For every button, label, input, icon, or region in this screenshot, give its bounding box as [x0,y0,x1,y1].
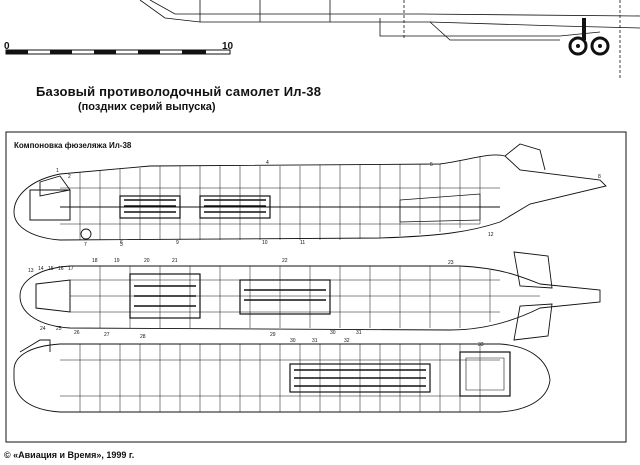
scale-bar [5,49,231,55]
callout: 31 [356,330,362,336]
callout: 1 [56,168,59,174]
callout: 24 [40,326,46,332]
callout: 30 [290,338,296,344]
callout: 17 [68,266,74,272]
callout: 33 [478,342,484,348]
landing-gear [568,18,610,56]
callout: 31 [312,338,318,344]
page-title: Базовый противолодочный самолет Ил-38 [36,84,322,99]
side-view-callouts: 1 2 3 4 5 6 7 8 9 10 11 12 [56,160,601,248]
scale-start-label: 0 [4,41,10,52]
callout: 4 [266,160,269,166]
callout: 30 [330,330,336,336]
callout: 28 [140,334,146,340]
callout: 18 [92,258,98,264]
callout: 27 [104,332,110,338]
side-view-fuselage [13,143,607,241]
callout: 12 [488,232,494,238]
callout: 2 [68,174,71,180]
callout: 16 [58,266,64,272]
callout: 14 [38,266,44,272]
callout: 19 [114,258,120,264]
callout: 23 [448,260,454,266]
callout: 15 [48,266,54,272]
page-subtitle: (поздних серий выпуска) [78,101,216,113]
callout: 26 [74,330,80,336]
callout: 5 [430,162,433,168]
callout: 6 [120,240,123,246]
callout: 20 [144,258,150,264]
scale-end-label: 10 [222,41,234,52]
callout: 10 [262,240,268,246]
cutaway-view-fuselage [13,339,551,413]
callout: 9 [176,240,179,246]
callout: 3 [120,242,123,248]
callout: 7 [84,242,87,248]
callout: 8 [598,174,601,180]
callout: 13 [28,268,34,274]
aircraft-top-fragment [139,0,640,80]
panel-title: Компоновка фюзеляжа Ил-38 [14,141,132,150]
cutaway-view-callouts: 30 31 32 33 [290,338,484,348]
top-view-fuselage [19,251,601,341]
callout: 22 [282,258,288,264]
copyright-credit: © «Авиация и Время», 1999 г. [4,450,135,460]
callout: 11 [300,240,305,246]
callout: 32 [344,338,350,344]
callout: 21 [172,258,178,264]
callout: 25 [56,326,62,332]
callout: 29 [270,332,276,338]
top-view-callouts: 13 14 15 16 17 18 19 20 21 22 23 24 25 2… [28,258,454,340]
